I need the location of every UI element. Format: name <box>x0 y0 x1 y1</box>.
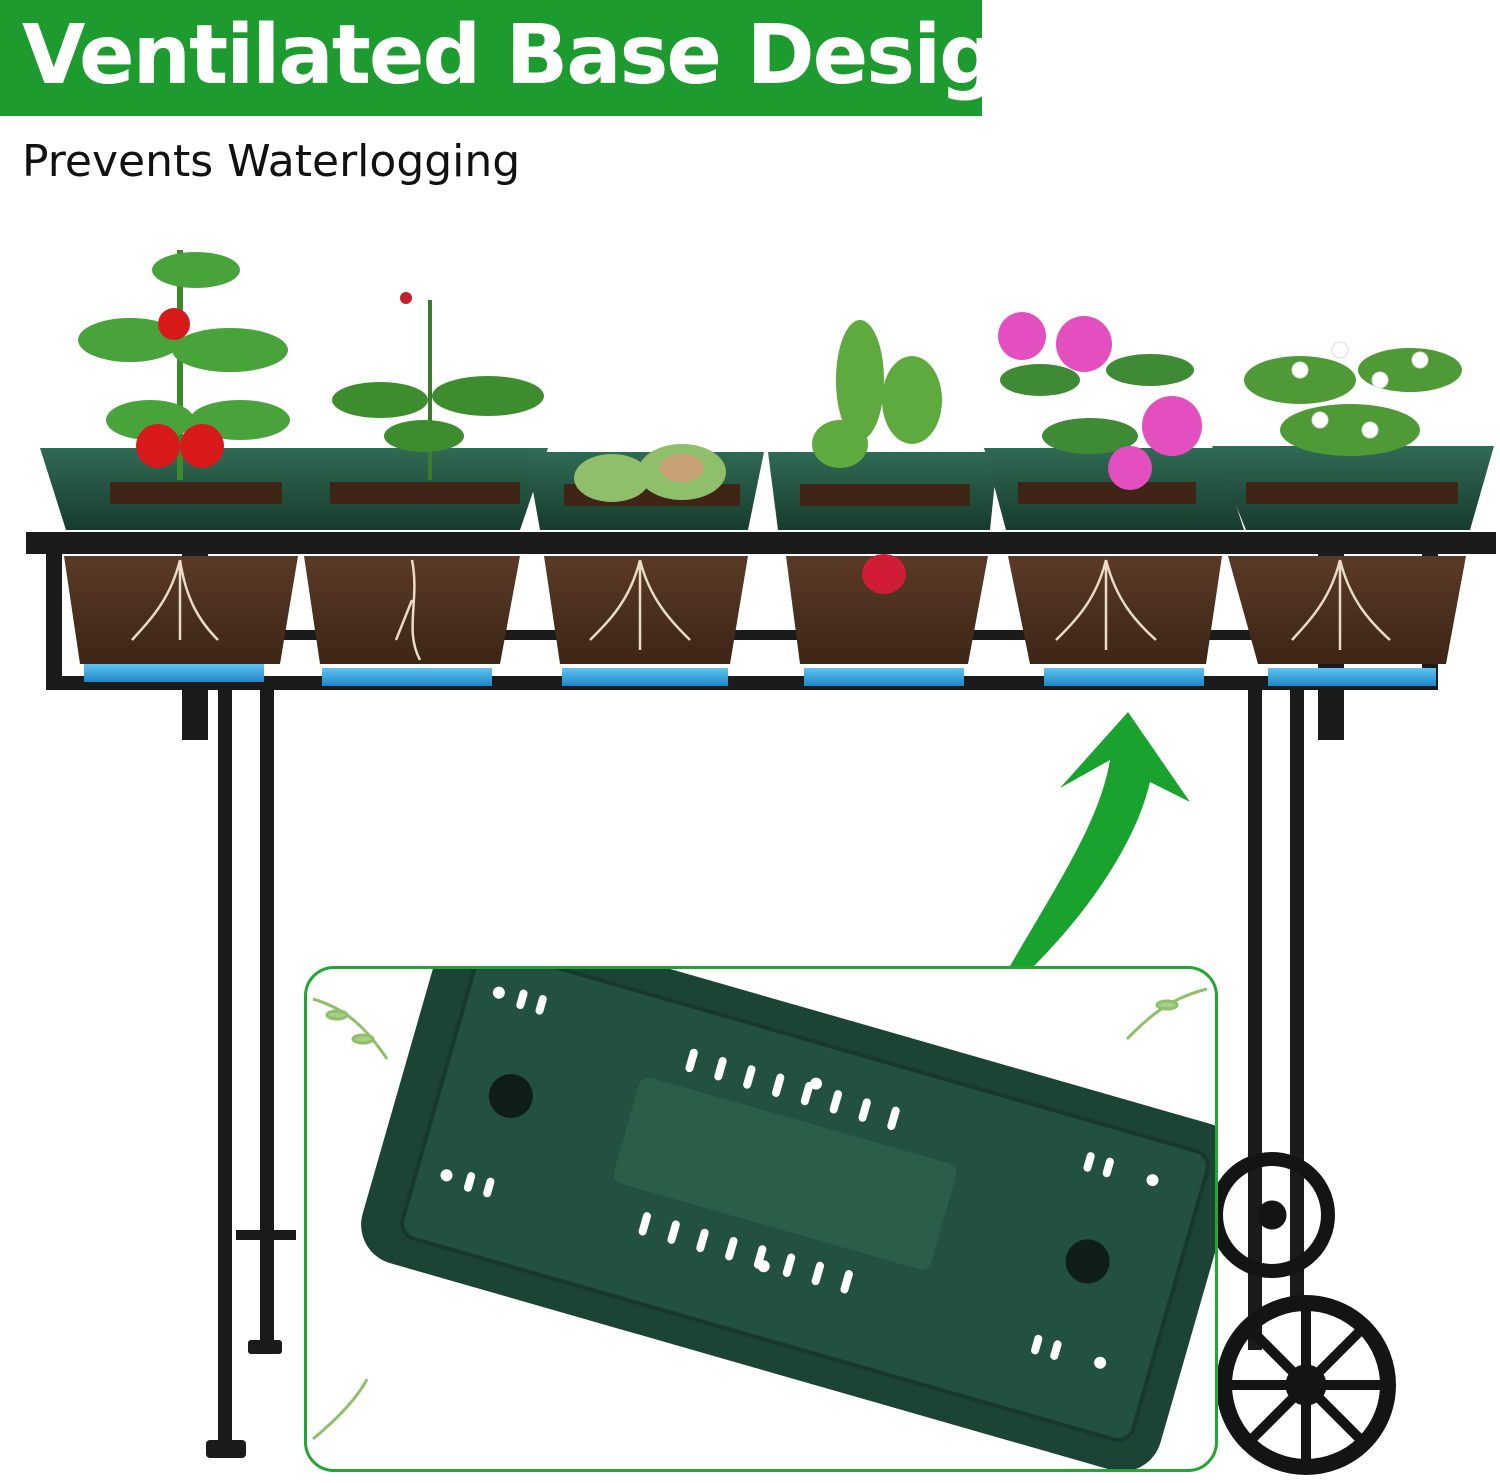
succulent <box>574 444 726 502</box>
tomato-plant <box>78 250 290 480</box>
roots <box>131 559 1391 661</box>
planter-bottom-image <box>312 969 1215 1469</box>
radish <box>862 554 906 594</box>
right-legs <box>1248 690 1304 1350</box>
left-legs <box>206 690 296 1458</box>
arrow-icon <box>1010 712 1190 966</box>
ginseng-plant <box>332 292 544 480</box>
page-title: Ventilated Base Design <box>22 8 1054 103</box>
title-banner: Ventilated Base Design <box>0 0 1054 116</box>
wheel-icon <box>1209 1152 1396 1475</box>
jasmine-flowers <box>1244 341 1462 456</box>
azalea-flowers <box>998 312 1202 490</box>
planter-row <box>40 446 1494 686</box>
radish-plant <box>812 320 942 468</box>
page-subtitle: Prevents Waterlogging <box>22 136 521 187</box>
vine-decoration <box>312 987 1208 1441</box>
inset-closeup <box>304 966 1218 1472</box>
